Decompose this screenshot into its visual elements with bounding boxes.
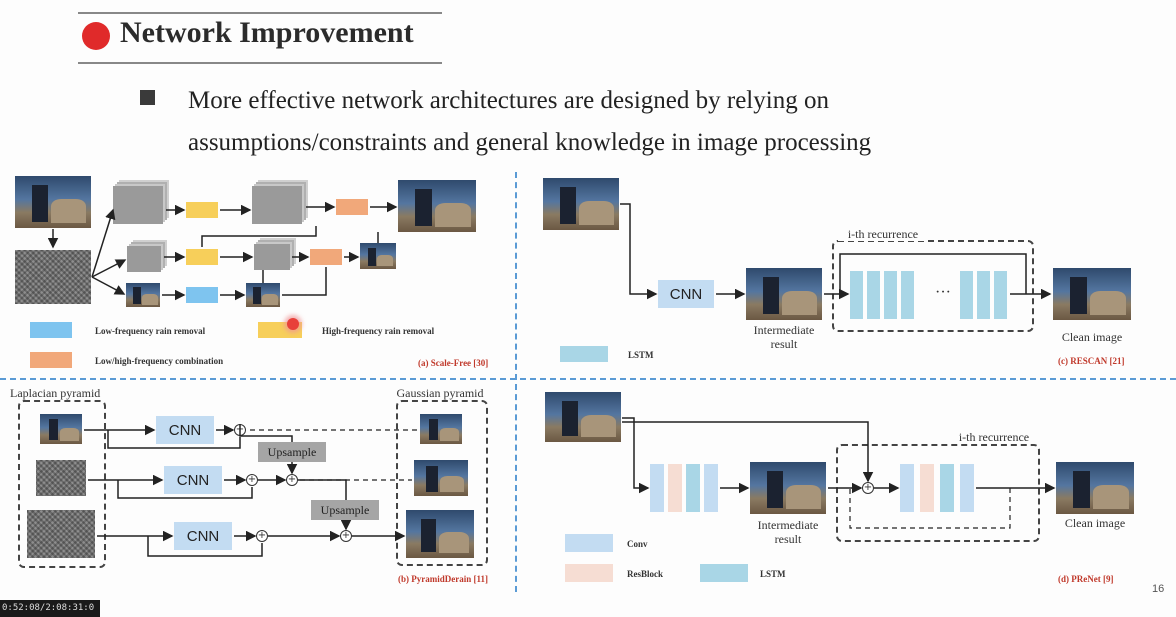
pointer-cursor-icon xyxy=(287,318,299,330)
panel-a-feature-stack-3 xyxy=(127,246,161,272)
panel-a-caption: (a) Scale-Free [30] xyxy=(418,358,489,368)
panel-c-lstm-4 xyxy=(901,271,914,319)
panel-c-cnn-block: CNN xyxy=(658,280,714,308)
panel-d-intermediate-label: Intermediate result xyxy=(757,518,819,546)
panel-b-upsample-2: Upsample xyxy=(311,500,379,520)
panel-c-legend-lstm-label: LSTM xyxy=(628,350,654,360)
panel-a-combo-block-2 xyxy=(310,249,342,265)
panel-d-recurrence-label: i-th recurrence xyxy=(948,430,1040,444)
video-timestamp-bar: 0:52:08/2:08:31:0 xyxy=(0,600,100,617)
panel-d-lstm-1 xyxy=(686,464,700,512)
panel-b-laplacian-level-3 xyxy=(27,510,95,558)
panel-a-small-image-1 xyxy=(126,283,160,307)
panel-b-gaussian-box xyxy=(396,400,488,566)
panel-b-plus-icon-2: + xyxy=(246,474,258,486)
panel-d-resblock-1 xyxy=(668,464,682,512)
panel-c-clean-label: Clean image xyxy=(1061,330,1123,344)
panel-b-gaussian-level-3 xyxy=(406,510,474,558)
panel-a-high-freq-block-2 xyxy=(186,249,218,265)
panel-d-conv-3 xyxy=(900,464,914,512)
panel-c-caption: (c) RESCAN [21] xyxy=(1058,356,1125,366)
panel-b-laplacian-box xyxy=(18,400,106,568)
slide-title: Network Improvement xyxy=(120,16,414,49)
title-bullet-dot-icon xyxy=(82,22,110,50)
panel-d-legend-conv-label: Conv xyxy=(627,539,648,549)
panel-c-ellipsis: ··· xyxy=(935,284,951,301)
bullet-text: More effective network architectures are… xyxy=(188,87,872,156)
panel-a-mid-image xyxy=(360,243,396,269)
panel-d-input-image xyxy=(545,392,621,442)
panel-c-intermediate-image xyxy=(746,268,822,320)
panel-a-decomposed-image xyxy=(15,250,91,304)
panel-d-caption: (d) PReNet [9] xyxy=(1058,574,1114,584)
panel-d-clean-image xyxy=(1056,462,1134,514)
panel-c-lstm-5 xyxy=(960,271,973,319)
panel-a-output-image xyxy=(398,180,476,232)
panel-d-intermediate-image xyxy=(750,462,826,514)
panel-c-clean-image xyxy=(1053,268,1131,320)
panel-a-small-image-2 xyxy=(246,283,280,307)
bullet-square-icon xyxy=(140,90,155,105)
panel-b-cnn-2: CNN xyxy=(164,466,222,494)
panel-b-laplacian-level-1 xyxy=(40,414,82,444)
panel-a-legend-low-swatch xyxy=(30,322,72,338)
panel-b-upsample-1: Upsample xyxy=(258,442,326,462)
panel-c-input-image xyxy=(543,178,619,230)
panel-c-lstm-7 xyxy=(994,271,1007,319)
panel-a-legend-combo-swatch xyxy=(30,352,72,368)
panel-b-cnn-3: CNN xyxy=(174,522,232,550)
panel-a-legend-high-label: High-frequency rain removal xyxy=(322,326,435,336)
panel-b-plus-icon-1: + xyxy=(234,424,246,436)
panel-b-laplacian-level-2 xyxy=(36,460,86,496)
panel-a-feature-stack-1 xyxy=(113,186,163,224)
panel-b-laplacian-label: Laplacian pyramid xyxy=(10,386,101,400)
panel-a-legend-low-label: Low-frequency rain removal xyxy=(95,326,206,336)
title-bottom-rule xyxy=(78,62,442,64)
panel-c-lstm-3 xyxy=(884,271,897,319)
panel-c-lstm-2 xyxy=(867,271,880,319)
panel-a-low-freq-block xyxy=(186,287,218,303)
panel-d-conv-4 xyxy=(960,464,974,512)
title-top-rule xyxy=(78,12,442,14)
panel-b-plus-icon-4: + xyxy=(256,530,268,542)
panel-a-high-freq-block-1 xyxy=(186,202,218,218)
panel-d-recurrence-box xyxy=(836,444,1040,542)
panel-b-plus-icon-3: + xyxy=(286,474,298,486)
panel-b-cnn-1: CNN xyxy=(156,416,214,444)
panel-b-caption: (b) PyramidDerain [11] xyxy=(398,574,488,584)
panel-a-feature-stack-4 xyxy=(254,244,290,270)
panel-b-gaussian-label: Gaussian pyramid xyxy=(396,386,484,400)
panel-a-feature-stack-2 xyxy=(252,186,302,224)
panel-b-plus-icon-5: + xyxy=(340,530,352,542)
panel-c-lstm-1 xyxy=(850,271,863,319)
panel-a-input-image xyxy=(15,176,91,228)
panel-b-gaussian-level-2 xyxy=(414,460,468,496)
panel-c-intermediate-label: Intermediate result xyxy=(753,323,815,351)
panel-a-legend-combo-label: Low/high-frequency combination xyxy=(95,356,224,366)
panel-d-plus-icon: + xyxy=(862,482,874,494)
page-number: 16 xyxy=(1152,583,1165,595)
panel-c-legend-lstm-swatch xyxy=(560,346,608,362)
horizontal-divider xyxy=(0,378,1176,380)
panel-d-legend-lstm-swatch xyxy=(700,564,748,582)
panel-d-legend-conv-swatch xyxy=(565,534,613,552)
panel-c-recurrence-label: i-th recurrence xyxy=(838,227,928,241)
panel-d-legend-resblock-label: ResBlock xyxy=(627,569,663,579)
panel-d-legend-lstm-label: LSTM xyxy=(760,569,786,579)
panel-d-clean-label: Clean image xyxy=(1064,516,1126,530)
vertical-divider xyxy=(515,172,517,592)
panel-c-lstm-6 xyxy=(977,271,990,319)
panel-d-lstm-2 xyxy=(940,464,954,512)
panel-d-resblock-2 xyxy=(920,464,934,512)
panel-c-recurrence-box xyxy=(832,240,1034,332)
panel-a-combo-block-1 xyxy=(336,199,368,215)
panel-b-gaussian-level-1 xyxy=(420,414,462,444)
panel-d-conv-1 xyxy=(650,464,664,512)
panel-d-conv-2 xyxy=(704,464,718,512)
panel-d-legend-resblock-swatch xyxy=(565,564,613,582)
